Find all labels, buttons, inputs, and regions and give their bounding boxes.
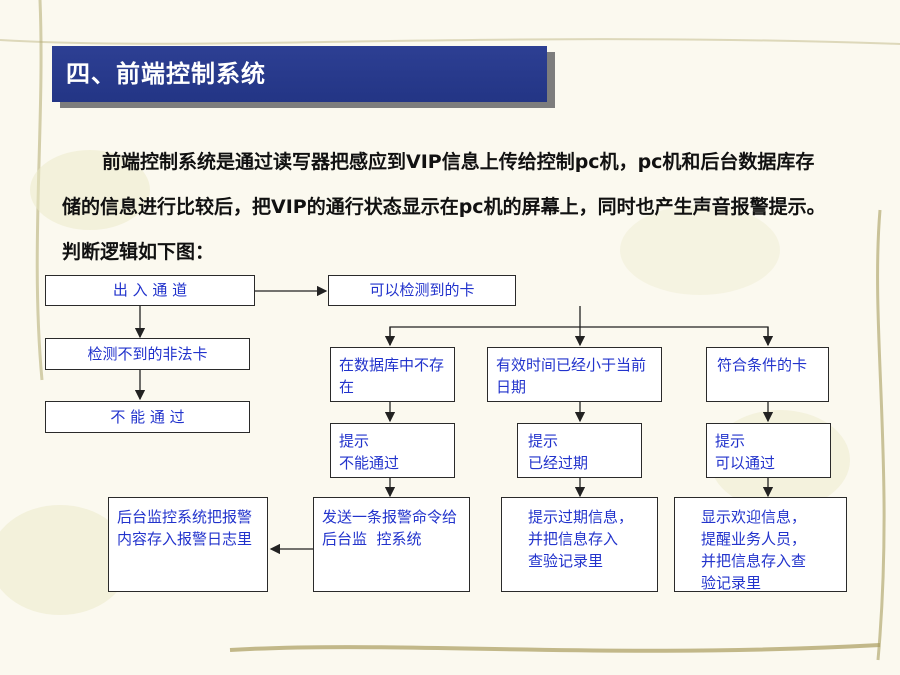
box-detect-ok: 可以检测到的卡 bbox=[328, 275, 516, 306]
intro-paragraph: 前端控制系统是通过读写器把感应到VIP信息上传给控制pc机，pc机和后台数据库存… bbox=[62, 151, 826, 263]
box-hint-pass: 提示 可以通过 bbox=[706, 423, 831, 478]
box-send-alarm: 发送一条报警命令给后台监 控系统 bbox=[313, 497, 470, 592]
box-valid: 符合条件的卡 bbox=[706, 347, 829, 402]
box-entrance: 出 入 通 道 bbox=[45, 275, 255, 306]
box-show-welcome: 显示欢迎信息， 提醒业务人员， 并把信息存入查 验记录里 bbox=[674, 497, 847, 592]
box-expired: 有效时间已经小于当前日期 bbox=[487, 347, 662, 402]
box-detect-fail: 检测不到的非法卡 bbox=[45, 338, 250, 370]
box-deny: 不 能 通 过 bbox=[45, 401, 250, 433]
box-backend-log: 后台监控系统把报警内容存入报警日志里 bbox=[108, 497, 268, 592]
slide-title: 四、前端控制系统 bbox=[52, 46, 547, 102]
box-show-expired: 提示过期信息， 并把信息存入 查验记录里 bbox=[501, 497, 658, 592]
box-hint-expired: 提示 已经过期 bbox=[517, 423, 642, 478]
box-hint-deny: 提示 不能通过 bbox=[330, 423, 455, 478]
box-not-in-db: 在数据库中不存在 bbox=[330, 347, 455, 402]
